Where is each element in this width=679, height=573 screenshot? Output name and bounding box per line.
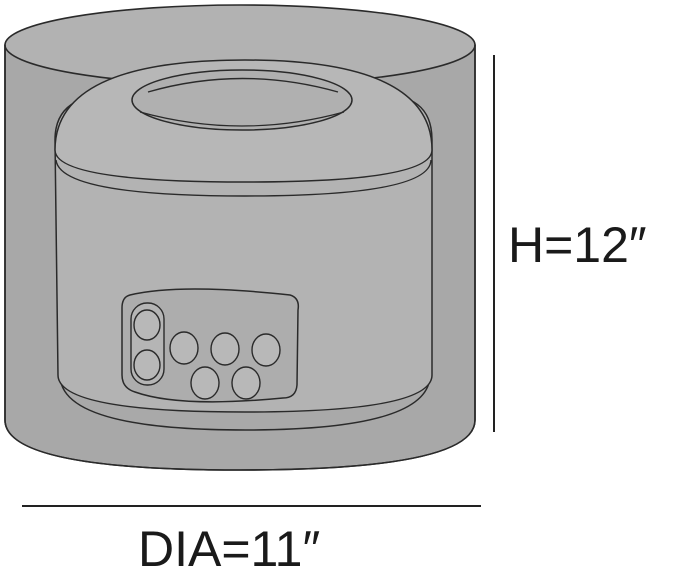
panel-button bbox=[133, 309, 161, 341]
panel-button bbox=[231, 366, 261, 400]
lid-handle-outer bbox=[131, 69, 353, 131]
lid-handle-grip bbox=[139, 111, 345, 127]
cover-outline bbox=[4, 45, 476, 471]
appliance-illustration bbox=[54, 59, 433, 431]
panel-button bbox=[169, 331, 199, 365]
panel-button bbox=[210, 332, 240, 366]
panel-button bbox=[251, 333, 281, 367]
lid-handle-inner bbox=[147, 77, 339, 93]
height-label: H=12″ bbox=[508, 217, 647, 273]
appliance-lid-rim bbox=[55, 159, 432, 197]
panel-button bbox=[190, 366, 220, 400]
panel-button bbox=[133, 349, 161, 381]
diameter-label: DIA=11″ bbox=[138, 521, 320, 573]
